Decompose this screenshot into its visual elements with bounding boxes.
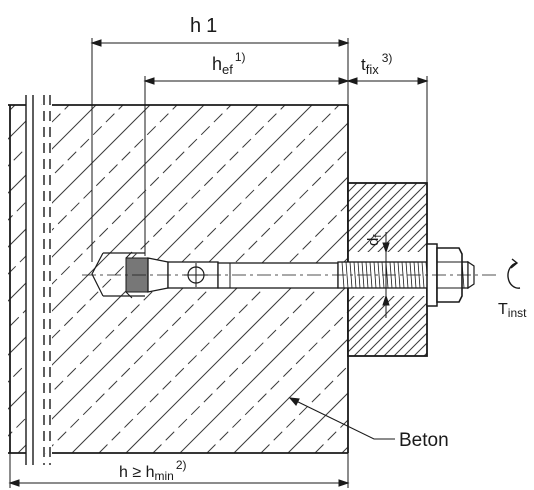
beton-leader <box>288 397 395 440</box>
dimension-hef <box>143 76 350 256</box>
dimension-h1 <box>90 38 350 262</box>
dimension-tfix <box>346 76 429 183</box>
label-beton: Beton <box>399 430 449 451</box>
label-hmin: h ≥ hmin2) <box>119 458 186 483</box>
label-hef: hef1) <box>212 50 246 77</box>
label-tinst: Tinst <box>498 301 527 320</box>
rotation-arrow-icon <box>507 258 521 289</box>
dimension-df <box>382 232 390 318</box>
break-lines <box>25 95 51 465</box>
dimension-hmin <box>8 453 350 488</box>
fixture-plate <box>347 182 428 357</box>
label-df: df <box>365 234 384 246</box>
label-tfix: tfix3) <box>361 51 392 77</box>
